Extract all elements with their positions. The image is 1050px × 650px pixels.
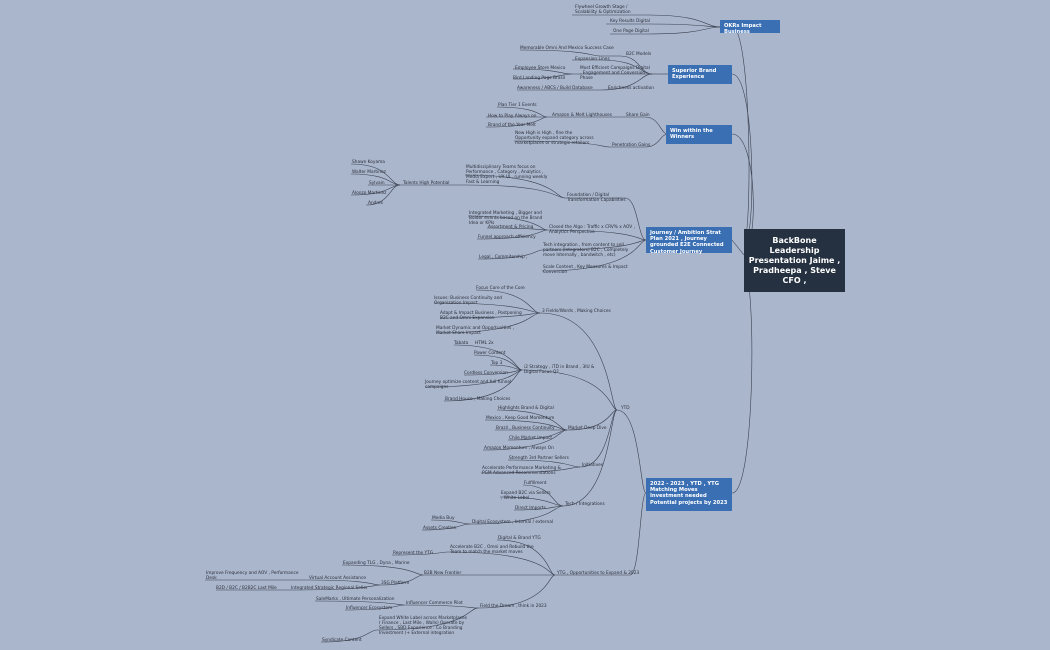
strategy-item-2[interactable]: Top 3 [491, 361, 503, 366]
brand-memorable[interactable]: Memorable Omni And Mexico Success Case [520, 46, 614, 51]
win-penetration[interactable]: Penetration Gains [612, 143, 651, 148]
ytg-white-label[interactable]: Expand White Label across Marketplaces (… [379, 616, 467, 636]
journey-talents[interactable]: Talents High Potential [403, 181, 450, 186]
root-node[interactable]: BackBone Leadership Presentation Jaime ,… [744, 229, 845, 292]
journey-multidisc[interactable]: Multidisciplinary Teams focus on Perform… [466, 165, 548, 185]
ytg-node[interactable]: YTG , Opportunities to Expand & 2023 [557, 571, 640, 576]
journey-scale[interactable]: Scale Content , Key Measures & Impact Co… [543, 265, 628, 275]
choices-item-3[interactable]: Adapt & Impact Business , Postponing B2C… [440, 311, 522, 321]
choices-node[interactable]: 3 Fields/Words , Making Choices [542, 309, 611, 314]
journey-integrated[interactable]: Integrated Marketing , Bigger and Bolder… [469, 211, 543, 226]
techint-assets[interactable]: Assets Creation [423, 526, 457, 531]
strategy-node[interactable]: i2 Strategy , iTD in Brand , 3IU & Digit… [524, 365, 595, 375]
initiatives-item-1[interactable]: Strength 3rd Partner Sellers [509, 456, 569, 461]
strategy-item-1[interactable]: Power Content [474, 351, 506, 356]
ytg-b2d[interactable]: B2D / B2C / B2B2C Last Mile [216, 586, 277, 591]
deepdive-item-5[interactable]: Amazon Momentum , Always On [484, 446, 554, 451]
win-plan-tier[interactable]: Plan Tier 1 Events [498, 103, 537, 108]
win-share-gain[interactable]: Share Gain [626, 113, 650, 118]
strategy-item-4[interactable]: Journey optimize content and full funnel… [425, 380, 512, 390]
ytg-represent[interactable]: Represent the YTG [393, 551, 434, 556]
ytg-regional[interactable]: Integrated Strategic Regional Seller [291, 586, 368, 591]
brand-expansion[interactable]: Expansion Lines [575, 57, 610, 62]
strategy-tabata[interactable]: Tabata [454, 341, 469, 346]
journey-foundation[interactable]: Foundation / Digital Transformation Capa… [567, 193, 626, 203]
ytg-ecosystem[interactable]: Influencer Ecosystem [346, 606, 393, 611]
journey-tech[interactable]: Tech integration , from content to sell … [543, 243, 629, 258]
win-how-play[interactable]: How to Play Always on [488, 114, 537, 119]
brand-awareness[interactable]: Awareness / ABCS / Build Database [517, 86, 593, 91]
person-1[interactable]: Shawn Koyama [352, 160, 385, 165]
techint-item-1[interactable]: Fulfillment [524, 481, 547, 486]
journey-legal[interactable]: Legal , Commitership , [479, 255, 528, 260]
ytg-dream[interactable]: Field the Dream , think in 2023 [480, 604, 547, 609]
branch-okr[interactable]: OKRs Impact Business [720, 20, 780, 35]
person-4[interactable]: Alonzo Martinez [352, 191, 387, 196]
deepdive-item-4[interactable]: Chile Market Impact [509, 436, 553, 441]
person-3[interactable]: Sylvain [369, 181, 385, 186]
okr-one-page[interactable]: One Page Digital [613, 29, 649, 34]
okr-key-results[interactable]: Key Results Digital [610, 19, 650, 24]
techint-item-3[interactable]: Direct Imports [515, 506, 546, 511]
ytg-digital-brand[interactable]: Digital & Brand YTG [498, 536, 541, 541]
journey-assortment[interactable]: Assortment & Pricing [488, 225, 534, 230]
choices-item-4[interactable]: Market Dynamic and Opportunities , Marke… [436, 326, 514, 336]
brand-employee-store[interactable]: Employee Store Mexico [515, 66, 566, 71]
deepdive-item-3[interactable]: Brazil , Business Continuity [496, 426, 555, 431]
ytd-node[interactable]: YTD [621, 406, 630, 411]
techint-ecosystem[interactable]: Digital Ecosystem , Internal / external [472, 520, 554, 525]
branch-journey[interactable]: Journey / Ambition Strat Plan 2021 , Jou… [646, 227, 732, 255]
deepdive-node[interactable]: Market Deep Dive [568, 426, 607, 431]
brand-b2c-models[interactable]: B2C Models [626, 52, 652, 57]
ytg-frontier[interactable]: B2B New Frontier [424, 571, 462, 576]
journey-closed-algo[interactable]: Closed the Algo : Traffic x CRV% x AOV ,… [549, 225, 635, 235]
deepdive-item-1[interactable]: Highlights Brand & Digital [498, 406, 554, 411]
okr-flywheel[interactable]: Flywheel Growth Stage / Scalability & Op… [575, 5, 631, 15]
win-amazon[interactable]: Amazon & Melt Lighthouses [552, 113, 612, 118]
brand-enrichness[interactable]: Enrichness activation [608, 86, 654, 91]
choices-item-2[interactable]: Issues: Business Continuity and Organiza… [434, 296, 503, 306]
strategy-html[interactable]: HTML 2x [475, 341, 494, 346]
choices-item-1[interactable]: Focus Core of the Core [476, 286, 525, 291]
techint-media[interactable]: Media Buy [432, 516, 455, 521]
ytg-improve[interactable]: Improve Frequency and AOV , Performance … [206, 571, 299, 581]
person-2[interactable]: Walter Martinez [352, 170, 386, 175]
journey-funnel[interactable]: Funnel approach efficiency [478, 235, 536, 240]
deepdive-item-2[interactable]: Mexico , Keep Good Momentum [486, 416, 555, 421]
techint-node[interactable]: Tech / Integrations [565, 502, 605, 507]
techint-item-2[interactable]: Expand B2C via Sellers , White Label [501, 491, 551, 501]
branch-brand[interactable]: Superior Brand Experience [668, 65, 732, 84]
branch-win[interactable]: Win within the Winners [666, 125, 732, 144]
ytg-influencer[interactable]: Influencer Commerce Pilot [406, 601, 463, 606]
ytg-accelerate[interactable]: Accelerate B2C , Omni and Rebuild the Te… [450, 545, 534, 555]
initiatives-item-2[interactable]: Accelerate Performance Marketing & PGM A… [482, 466, 561, 476]
brand-landing[interactable]: Bird Landing Page Brasil [513, 76, 566, 81]
strategy-item-3[interactable]: Cordless Conversion [464, 371, 508, 376]
ytg-syndicate[interactable]: Syndicate Content [322, 638, 362, 643]
initiatives-node[interactable]: Initiatives [582, 463, 603, 468]
brand-campaigns[interactable]: Most Efficient Campaigns Digital , Engag… [580, 66, 650, 81]
win-brand-year[interactable]: Brand of the Year Melt [488, 123, 536, 128]
ytg-expanding[interactable]: Expanding TLG , Dyna , Marine [343, 561, 410, 566]
person-5[interactable]: Andres [368, 201, 383, 206]
ytg-virtual[interactable]: Virtual Account Assistance [309, 576, 367, 581]
strategy-item-5[interactable]: Brand House , Making Choices [445, 397, 511, 402]
ytg-platform[interactable]: 3SG Platform [381, 581, 410, 586]
ytg-salemarks[interactable]: SaleMarks , Ultimate Personalization [316, 597, 395, 602]
win-new-high[interactable]: New High is High , fine the Opportunity … [515, 131, 594, 146]
branch-ytd[interactable]: 2022 - 2023 , YTD , YTG Matching Moves I… [646, 478, 732, 511]
